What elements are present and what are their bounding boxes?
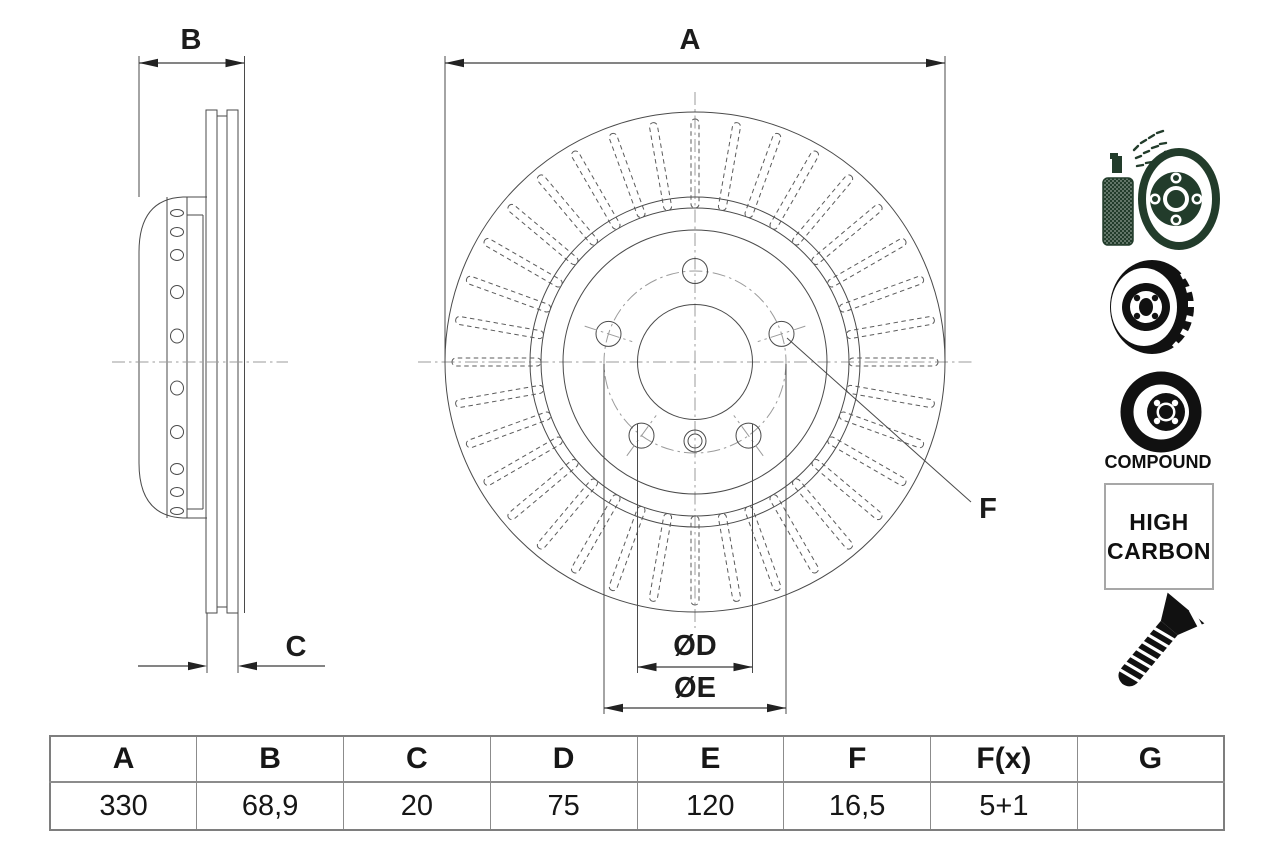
label-diameter-d: ØD: [673, 630, 717, 662]
spec-value-a: 330: [49, 781, 198, 831]
dimension-f: F: [786, 337, 997, 525]
front-view: A: [418, 24, 997, 714]
vented-disc-icon: [1110, 260, 1197, 354]
locating-screw-hole: [683, 429, 707, 453]
spec-header-e: E: [636, 735, 785, 783]
compound-label: COMPOUND: [1105, 452, 1212, 472]
countersunk-screw-icon: [1118, 592, 1205, 687]
disc-outer-circle: [444, 111, 946, 613]
spray-coated-disc-icon: [1102, 129, 1220, 250]
spec-header-f: F: [783, 735, 931, 783]
screw-threads: [1118, 626, 1176, 683]
side-view-hat: [138, 196, 207, 519]
bolt-hole-centermarks: [584, 325, 806, 457]
friction-band-outer-circle: [529, 196, 861, 528]
label-c: C: [286, 631, 307, 663]
hat-circle: [562, 229, 828, 495]
side-view-bolt-holes: [170, 209, 184, 515]
spec-header-g: G: [1076, 735, 1225, 783]
label-a: A: [680, 24, 701, 56]
spec-value-d: 75: [489, 781, 638, 831]
spec-value-b: 68,9: [196, 781, 344, 831]
high-carbon-badge: HIGH CARBON: [1104, 483, 1214, 590]
vented-disc-holes: [1133, 294, 1159, 320]
high-carbon-line2: CARBON: [1107, 537, 1211, 564]
spec-value-e: 120: [636, 781, 785, 831]
spec-header-fx: F(x): [930, 735, 1078, 783]
dimension-c: C: [138, 613, 325, 673]
label-b: B: [181, 24, 202, 56]
spec-table: A B C D E F F(x) G 330 68,9 20 75 120 16…: [49, 735, 1225, 831]
friction-band-inner-circle: [540, 207, 850, 517]
vent-slots: [1172, 270, 1197, 351]
dimension-a: A: [444, 24, 946, 362]
spec-value-c: 20: [343, 781, 491, 831]
spec-header-c: C: [343, 735, 491, 783]
bolt-circle-centerline: [603, 270, 787, 454]
dimension-e: ØE: [603, 364, 787, 714]
coated-disc-holes: [1149, 172, 1203, 226]
side-view: B: [112, 24, 325, 673]
spec-value-g: [1076, 781, 1225, 831]
compound-disc-icon: COMPOUND: [1105, 371, 1212, 472]
label-diameter-e: ØE: [674, 672, 716, 704]
dimension-b: B: [138, 24, 245, 613]
spec-header-a: A: [49, 735, 198, 783]
bolt-holes: [584, 258, 806, 457]
spec-header-d: D: [489, 735, 638, 783]
label-f: F: [979, 493, 997, 525]
high-carbon-line1: HIGH: [1129, 508, 1189, 535]
spec-table-header-row: A B C D E F F(x) G: [49, 735, 1225, 783]
dimension-d: ØD: [637, 424, 753, 673]
center-bore-circle: [637, 304, 753, 420]
drawing-canvas: B: [112, 24, 1220, 714]
spec-value-f: 16,5: [783, 781, 931, 831]
spec-value-fx: 5+1: [930, 781, 1078, 831]
spec-header-b: B: [196, 735, 344, 783]
compound-disc-holes: [1153, 399, 1179, 425]
spec-table-value-row: 330 68,9 20 75 120 16,5 5+1: [49, 781, 1225, 831]
